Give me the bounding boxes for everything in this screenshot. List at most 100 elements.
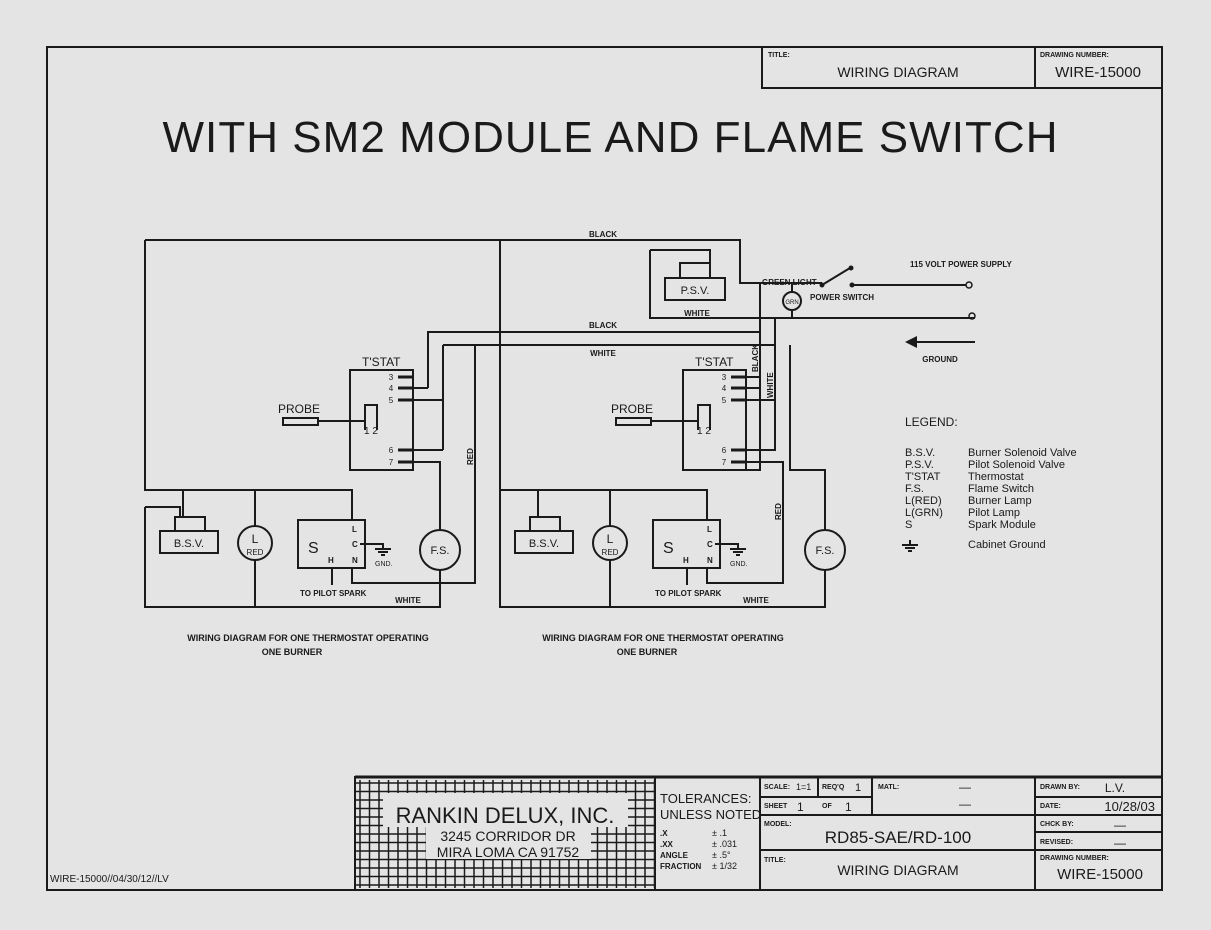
tolerance-key: .X <box>660 829 668 838</box>
top-title-block: TITLE: WIRING DIAGRAM DRAWING NUMBER: WI… <box>761 47 1162 89</box>
tolerance-key: FRACTION <box>660 862 702 871</box>
wire-label-white-bottom-right: WHITE <box>743 596 769 605</box>
spark-module-label: S <box>663 540 674 557</box>
spark-terminal-n: N <box>707 556 713 565</box>
model-label: MODEL: <box>764 821 792 828</box>
legend-abbr: L(RED) <box>905 495 942 507</box>
footer-reference: WIRE-15000//04/30/12//LV <box>50 874 169 885</box>
power-supply-label: 115 VOLT POWER SUPPLY <box>910 260 1012 269</box>
tolerances-title: TOLERANCES: <box>660 791 752 806</box>
terminal-number: 3 <box>722 373 727 382</box>
tolerance-value: ± .1 <box>712 828 727 838</box>
spark-terminal-h: H <box>683 556 689 565</box>
terminal-number: 7 <box>722 458 727 467</box>
spark-module-label: S <box>308 540 319 557</box>
terminal-number: 5 <box>389 396 394 405</box>
legend-abbr: P.S.V. <box>905 459 934 471</box>
wire-label-white-bottom-left: WHITE <box>395 596 421 605</box>
revised-label: REVISED: <box>1040 839 1073 846</box>
drawing-title-value: WIRING DIAGRAM <box>837 862 958 878</box>
terminal-number: 4 <box>722 384 727 393</box>
burner-lamp-icon <box>592 525 628 561</box>
terminal-number: 4 <box>389 384 394 393</box>
probe-connector <box>697 404 711 430</box>
date-label: DATE: <box>1040 803 1061 810</box>
legend-desc: Burner Lamp <box>968 495 1032 507</box>
wire-label-white-vertical: WHITE <box>766 372 775 398</box>
company-address: 3245 CORRIDOR DR <box>440 828 575 844</box>
lamp-l-label: L <box>607 532 614 546</box>
probe-icon <box>615 417 652 426</box>
legend-abbr: B.S.V. <box>905 447 935 459</box>
ground-icon <box>715 543 746 556</box>
tolerance-value: ± .5° <box>712 850 731 860</box>
bsv-label: B.S.V. <box>174 538 204 550</box>
pilot-spark-label: TO PILOT SPARK <box>655 589 722 598</box>
terminal-number: 6 <box>389 446 394 455</box>
legend-desc: Cabinet Ground <box>968 539 1046 551</box>
legend-desc: Pilot Lamp <box>968 507 1020 519</box>
legend-title: LEGEND: <box>905 415 958 429</box>
burner-lamp-icon <box>237 525 273 561</box>
wires: GRN <box>144 239 976 608</box>
wire-label-black-top: BLACK <box>589 230 617 239</box>
thermostat-label: T'STAT <box>362 355 401 369</box>
main-title: WITH SM2 MODULE AND FLAME SWITCH <box>163 113 1058 162</box>
drawing-number-value-bottom: WIRE-15000 <box>1057 866 1143 883</box>
thermostat-label: T'STAT <box>695 355 734 369</box>
spark-terminal-c: C <box>352 540 358 549</box>
tolerances-subtitle: UNLESS NOTED <box>660 807 761 822</box>
bsv-label: B.S.V. <box>529 538 559 550</box>
drawn-by-value: L.V. <box>1105 781 1125 795</box>
legend-abbr: F.S. <box>905 483 924 495</box>
pilot-solenoid-valve: P.S.V. <box>664 262 726 301</box>
drawn-by-label: DRAWN BY: <box>1040 784 1080 791</box>
ground-icon <box>360 543 391 556</box>
legend-desc: Burner Solenoid Valve <box>968 447 1077 459</box>
spark-terminal-h: H <box>328 556 334 565</box>
burner-solenoid-valve <box>159 530 219 554</box>
pilot-spark-label: TO PILOT SPARK <box>300 589 367 598</box>
terminal-number: 5 <box>722 396 727 405</box>
wire-label-red-right: RED <box>774 503 783 520</box>
legend-desc: Thermostat <box>968 471 1024 483</box>
tolerance-value: ± .031 <box>712 839 737 849</box>
lamp-red-label: RED <box>247 548 264 557</box>
probe-pins-label: 1 2 <box>697 426 711 437</box>
company-name: RANKIN DELUX, INC. <box>396 803 615 828</box>
probe-label: PROBE <box>278 402 320 416</box>
req-value: 1 <box>855 782 861 794</box>
caption-line-2: ONE BURNER <box>262 647 323 657</box>
cabinet-ground-icon <box>902 540 918 552</box>
gnd-label: GND. <box>375 561 393 568</box>
flame-switch-icon <box>419 529 461 571</box>
sheet-value: 1 <box>797 800 804 814</box>
caption-line-1: WIRING DIAGRAM FOR ONE THERMOSTAT OPERAT… <box>542 633 784 643</box>
green-lamp-label: GRN <box>785 300 798 306</box>
req-label: REQ'Q <box>822 784 845 791</box>
lamp-red-label: RED <box>602 548 619 557</box>
ground-label: GROUND <box>922 355 958 364</box>
of-label: OF <box>822 803 832 810</box>
spark-terminal-n: N <box>352 556 358 565</box>
wire-label-red-left: RED <box>466 448 475 465</box>
legend: LEGEND: B.S.V. Burner Solenoid ValveP.S.V… <box>902 415 1077 552</box>
legend-abbr: L(GRN) <box>905 507 943 519</box>
power-switch-label: POWER SWITCH <box>810 293 874 302</box>
lamp-l-label: L <box>252 532 259 546</box>
bottom-title-block: RANKIN DELUX, INC. 3245 CORRIDOR DR MIRA… <box>354 775 1163 891</box>
drawing-title-label: TITLE: <box>764 857 786 864</box>
date-value: 10/28/03 <box>1104 799 1155 814</box>
flame-switch-label: F.S. <box>431 545 450 557</box>
terminal-number: 3 <box>389 373 394 382</box>
scale-value: 1=1 <box>796 782 811 792</box>
drawing-number-label-bottom: DRAWING NUMBER: <box>1040 855 1109 862</box>
legend-desc: Spark Module <box>968 519 1036 531</box>
wire-label-black-mid: BLACK <box>589 321 617 330</box>
title-label: TITLE: <box>768 52 790 59</box>
